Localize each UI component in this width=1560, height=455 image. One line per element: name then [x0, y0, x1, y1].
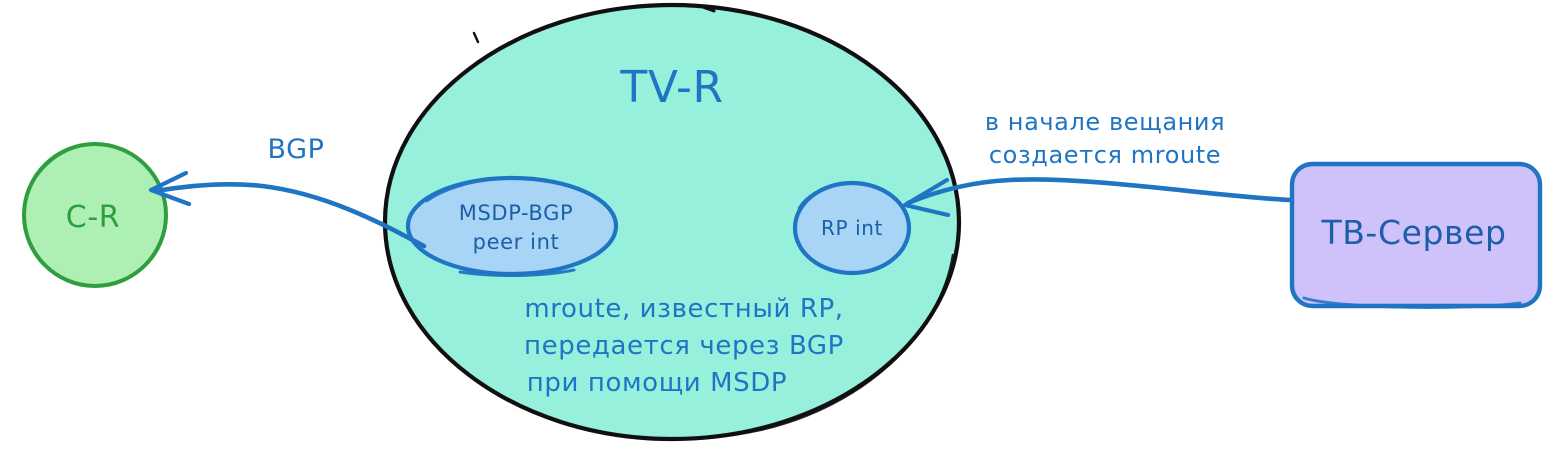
edge-label-mroute-line2: создается mroute	[989, 141, 1221, 169]
annotation-inner-line3: при помощи MSDP	[527, 368, 787, 398]
edge-mroute-line	[905, 177, 1293, 206]
node-label-msdp-bgp-line2: peer int	[473, 230, 560, 254]
msdp-bgp-fill	[408, 178, 616, 274]
tv-server-outline	[1289, 161, 1543, 309]
msdp-bgp-outline	[405, 175, 619, 277]
edge-bgp[interactable]	[148, 170, 427, 249]
node-msdp-bgp-peer-int[interactable]	[405, 175, 619, 278]
node-tv-r[interactable]	[382, 2, 962, 442]
edge-bgp-line	[153, 182, 427, 249]
rp-int-outline-overshoot	[797, 182, 842, 210]
tv-r-pen-tick-left	[472, 31, 480, 44]
rp-int-fill	[795, 183, 909, 273]
node-label-c-r: C-R	[66, 200, 120, 235]
node-rp-int[interactable]	[792, 180, 912, 276]
node-label-rp-int: RP int	[821, 216, 883, 240]
node-label-tv-server: ТВ-Сервер	[1320, 213, 1506, 252]
msdp-bgp-outline-bottom-pass	[458, 268, 576, 278]
tv-r-pen-tick-top	[698, 4, 716, 13]
tv-r-fill	[385, 5, 959, 439]
node-label-msdp-bgp-line1: MSDP-BGP	[459, 201, 573, 225]
edge-bgp-arrowhead	[148, 170, 192, 207]
msdp-bgp-outline-overshoot	[425, 177, 500, 203]
node-label-tv-r: TV-R	[619, 62, 723, 113]
annotation-inner-line2: передается через BGP	[524, 331, 844, 361]
rp-int-outline	[792, 180, 912, 276]
edge-mroute-arrowhead	[902, 177, 951, 218]
tv-server-outline-bottom-pass	[1302, 296, 1522, 309]
c-r-fill	[24, 144, 166, 286]
tv-server-fill	[1291, 163, 1541, 307]
annotation-inner-line1: mroute, известный RP,	[524, 294, 843, 324]
edge-mroute[interactable]	[902, 177, 1293, 218]
node-tv-server[interactable]	[1289, 161, 1543, 309]
tv-r-outline-overshoot	[648, 253, 955, 441]
edge-label-mroute-line1: в начале вещания	[985, 108, 1225, 136]
c-r-outline-overshoot	[26, 143, 88, 194]
edge-label-bgp: BGP	[267, 134, 324, 165]
node-c-r[interactable]	[22, 142, 168, 288]
